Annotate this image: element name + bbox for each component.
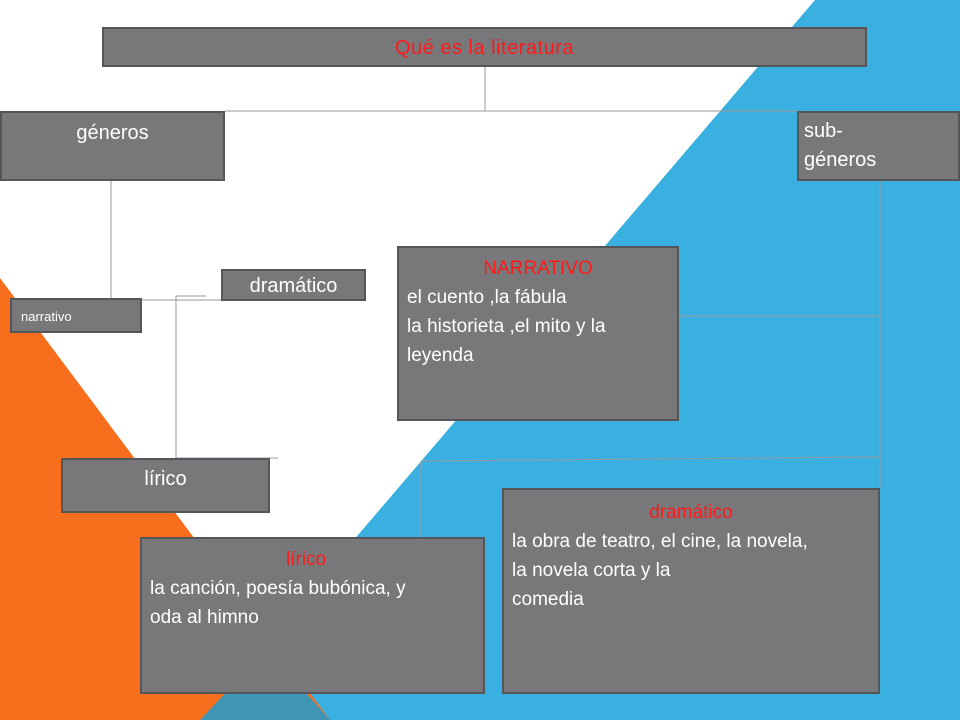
- connector-lirico-branch: [420, 456, 881, 462]
- lirico-line: oda al himno: [150, 607, 259, 628]
- genre-lirico-label: lírico: [144, 468, 187, 490]
- genre-narrativo-label: narrativo: [21, 309, 72, 324]
- genre-dramatico-label: dramático: [249, 275, 338, 297]
- dramatico-heading: dramático: [649, 502, 733, 523]
- dramatico-line: comedia: [512, 589, 584, 610]
- lirico-line: la canción, poesía bubónica, y: [150, 578, 406, 599]
- dramatico-line: la obra de teatro, el cine, la novela,: [512, 531, 808, 552]
- title-text: Qué es la literatura: [395, 37, 574, 59]
- title-box: Qué es la literatura: [102, 27, 867, 67]
- narrativo-heading: NARRATIVO: [483, 258, 593, 279]
- lirico-heading: lírico: [286, 549, 327, 570]
- narrativo-line: leyenda: [407, 345, 474, 366]
- dramatico-detail-box: dramático la obra de teatro, el cine, la…: [502, 488, 880, 694]
- narrativo-detail-box: NARRATIVO el cuento ,la fábula la histor…: [397, 246, 679, 421]
- generos-box: géneros: [0, 111, 225, 181]
- subgeneros-box: sub- géneros: [797, 111, 960, 181]
- narrativo-line: la historieta ,el mito y la: [407, 316, 606, 337]
- subgeneros-label-line1: sub-: [804, 120, 843, 142]
- genre-lirico-box: lírico: [61, 458, 270, 513]
- subgeneros-label-line2: géneros: [804, 149, 877, 171]
- lirico-detail-box: lírico la canción, poesía bubónica, y od…: [140, 537, 485, 694]
- dramatico-line: la novela corta y la: [512, 560, 671, 581]
- genre-narrativo-box: narrativo: [10, 298, 142, 333]
- genre-dramatico-box: dramático: [221, 269, 366, 301]
- narrativo-line: el cuento ,la fábula: [407, 287, 567, 308]
- generos-label: géneros: [76, 122, 149, 144]
